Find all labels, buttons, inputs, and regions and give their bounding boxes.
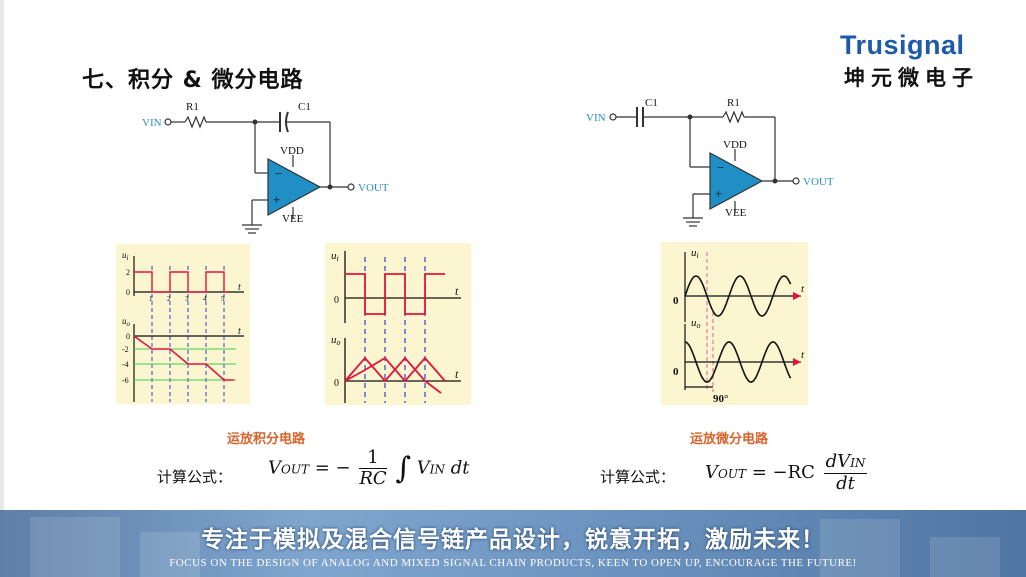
footer-slogan-english: FOCUS ON THE DESIGN OF ANALOG AND MIXED … <box>169 557 857 569</box>
brand-chinese-name: 坤元微电子 <box>844 66 979 90</box>
integrator-caption: 运放积分电路 <box>227 432 306 447</box>
svg-text:t: t <box>801 283 805 295</box>
svg-text:-4: -4 <box>122 360 129 369</box>
page-title: 七、积分 & 微分电路 <box>82 68 304 93</box>
svg-text:3: 3 <box>185 295 189 303</box>
differentiator-caption: 运放微分电路 <box>690 432 769 447</box>
svg-text:ui: ui <box>122 250 129 262</box>
opamp-triangle <box>267 157 322 217</box>
svg-text:-6: -6 <box>122 376 129 385</box>
vee-label: VEE <box>282 213 304 225</box>
svg-text:2: 2 <box>126 268 130 277</box>
differentiator-formula-label: 计算公式： <box>600 468 676 486</box>
vin-label: VIN <box>586 112 606 124</box>
vdd-label: VDD <box>280 145 304 157</box>
resistor-r1 <box>722 110 745 124</box>
left-edge <box>0 0 4 577</box>
footer-banner: 专注于模拟及混合信号链产品设计，锐意开拓，激励未来！ FOCUS ON THE … <box>0 510 1026 577</box>
phase-label: 90° <box>713 393 728 405</box>
svg-text:4: 4 <box>203 295 207 303</box>
svg-text:t: t <box>455 367 459 381</box>
opamp-plus: + <box>715 186 722 201</box>
svg-text:0: 0 <box>126 288 130 297</box>
svg-text:uo: uo <box>691 317 701 330</box>
svg-text:ui: ui <box>691 247 699 260</box>
svg-text:t: t <box>238 282 241 293</box>
differentiator-schematic: − + VIN C1 R1 VDD VEE VOUT <box>586 97 834 227</box>
vout-label: VOUT <box>803 176 834 188</box>
svg-text:0: 0 <box>126 332 130 341</box>
vdd-label: VDD <box>723 139 747 151</box>
vin-label: VIN <box>142 117 162 129</box>
output-cosine-wave <box>684 341 792 383</box>
integrator-schematic: − + VIN R1 C1 VDD VEE VOUT <box>142 101 389 234</box>
svg-text:uo: uo <box>122 316 131 328</box>
svg-text:0: 0 <box>673 366 679 378</box>
vout-label: VOUT <box>358 182 389 194</box>
integrator-formula-label: 计算公式： <box>157 468 233 486</box>
integrator-waveform-b: ui uo t t 0 0 <box>331 250 461 403</box>
svg-text:t: t <box>455 284 459 298</box>
input-sine-wave <box>684 275 792 317</box>
svg-text:t: t <box>801 349 805 361</box>
c1-label: C1 <box>645 97 658 109</box>
svg-text:-2: -2 <box>122 345 129 354</box>
integrator-waveform-a: ui uo t t 2 0 0 -2 -4 -6 1 2 3 4 5 <box>122 250 244 402</box>
integrator-waveform-panel-a <box>116 244 250 404</box>
r1-label: R1 <box>727 97 740 109</box>
svg-text:uo: uo <box>331 334 341 347</box>
resistor-r1 <box>184 115 207 129</box>
svg-text:1: 1 <box>149 295 153 303</box>
opamp-minus: − <box>717 160 724 175</box>
svg-text:ui: ui <box>331 250 339 263</box>
vee-label: VEE <box>725 207 747 219</box>
opamp-minus: − <box>275 166 282 181</box>
svg-text:5: 5 <box>221 295 225 303</box>
svg-text:0: 0 <box>334 378 339 389</box>
footer-slogan: 专注于模拟及混合信号链产品设计，锐意开拓，激励未来！ <box>201 527 825 553</box>
opamp-plus: + <box>273 192 280 207</box>
differentiator-waveform: ui uo t t 0 0 90° <box>673 247 805 405</box>
brand-logo-text: Trusignal <box>840 30 965 60</box>
svg-text:0: 0 <box>334 295 339 306</box>
svg-text:0: 0 <box>673 295 679 307</box>
opamp-triangle <box>709 151 764 211</box>
svg-text:t: t <box>238 326 241 337</box>
svg-text:2: 2 <box>167 295 171 303</box>
vin-terminal <box>164 118 172 126</box>
c1-label: C1 <box>298 101 311 113</box>
r1-label: R1 <box>186 101 199 113</box>
